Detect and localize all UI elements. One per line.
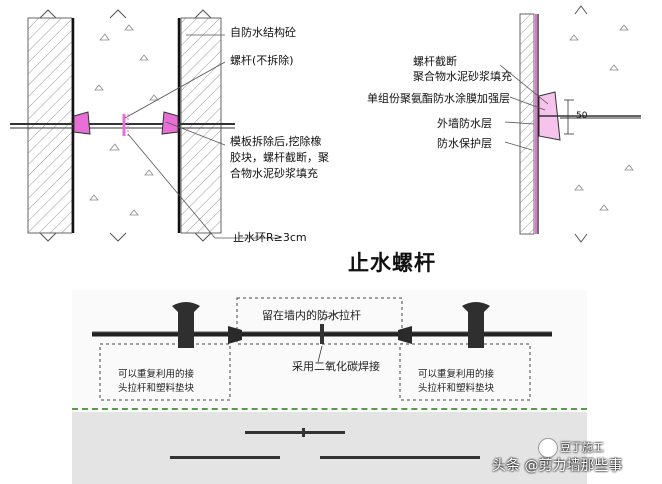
page-title: 止水螺杆 [348, 251, 436, 275]
label-right-2: 头拉杆和塑料垫块 [418, 383, 495, 394]
label-ring: 止水环R≥3cm [233, 231, 307, 244]
label-fill-3: 合物水泥砂浆填充 [230, 167, 318, 180]
dim-label: 50 [576, 111, 588, 121]
label-center-rod: 留在墙内的防水拉杆 [262, 309, 361, 322]
photo-ground [72, 412, 587, 484]
label-right-1: 可以重复利用的接 [418, 369, 495, 380]
label-fill-2: 胶块，螺杆截断，聚 [230, 151, 329, 164]
label-cut-2: 聚合物水泥砂浆填充 [413, 70, 512, 83]
label-outer: 外墙防水层 [437, 117, 492, 130]
label-cut-1: 螺杆截断 [413, 55, 457, 68]
watermark-logo-icon [538, 438, 558, 458]
label-concrete: 自防水结构砼 [230, 26, 296, 39]
watermark-text: 头条 @剪力墙那些事 [492, 458, 623, 474]
label-protect: 防水保护层 [437, 137, 492, 150]
label-coating: 单组份聚氨酯防水涂膜加强层 [367, 92, 510, 105]
label-fill-1: 模板拆除后,挖除橡 [230, 135, 322, 148]
label-weld: 采用二氧化碳焊接 [292, 360, 380, 373]
ground-line [72, 408, 587, 410]
label-bolt: 螺杆(不拆除) [230, 54, 294, 67]
watermark-logo-text: 豆丁施工 [560, 441, 604, 454]
label-left-2: 头拉杆和塑料垫块 [118, 383, 195, 394]
label-left-1: 可以重复利用的接 [118, 369, 195, 380]
